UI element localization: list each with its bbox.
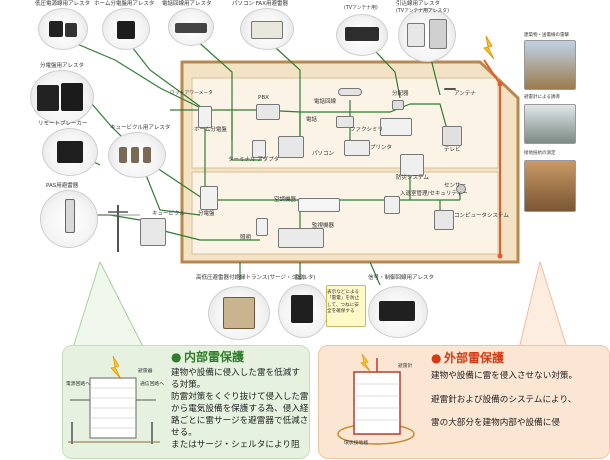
house-label-computer: コンピュータシステム [454,213,509,219]
house-label-disaster: 防災システム [396,175,429,181]
house-label-splitter: 分配器 [392,91,409,97]
photo-card-2 [524,104,576,144]
disaster-system [400,154,424,176]
photo-label-0: 建築物・送電線の雷撃 [524,33,569,38]
house-label-sensor: センサー [444,183,467,189]
product-label-4: 引込線用アレスタ [396,1,441,7]
phone-box [336,116,354,128]
house-label-antenna: アンテナ [454,91,476,97]
photo-label-2: 接地抵抗の測定 [524,151,556,156]
product-thumb-home-panel-arrester [102,8,150,50]
product-thumb-lightning-protector [278,284,328,338]
lighting-box [256,218,268,236]
house-label-cubicle: キュービクル [152,211,185,217]
aircon-box [298,198,340,212]
lower-panel-box [200,186,218,210]
house-label-ta: ターミナル アダプタ [228,157,280,163]
product-thumb-service-line-arrester [398,8,456,62]
house-label-monitor: 監視機器 [312,223,335,229]
internal-line-2: 防雷対策をくぐり抜けて侵入した雷 [171,392,309,402]
external-line-0: 建物や設備に雷を侵入させない対策。 [431,371,578,381]
house-label-aircon: 空調機器 [274,197,297,203]
external-illustration [332,352,424,452]
internal-line-5: せる。 [171,428,197,438]
left-label-0: 分電盤用アレスタ [40,63,85,69]
pc-monitor [278,136,304,158]
left-label-2: キュービクル用アレスタ [110,125,171,131]
internal-line-6: またはサージ・シェルタにより阻 [171,440,300,450]
product-label-0: 低圧電源線用アレスタ [35,1,91,7]
internal-line-4: 路ごとに雷サージを避雷器で低減さ [171,416,309,426]
product-label-1: ホーム分電盤用アレスタ [94,1,155,7]
fax-box [380,118,412,136]
external-title: 外部雷保護 [444,351,505,365]
internal-label-comm: 通信回路へ [140,382,164,387]
product-thumb-pas-arrester [40,190,98,248]
house-label-printer: プリンタ [370,145,393,151]
left-label-1: リモートブレーカー [38,121,88,127]
external-label-rod: 避雷針 [398,364,413,369]
photo-card-3 [524,160,576,212]
product-thumb-phone-line-arrester [168,8,214,46]
tv-box [442,126,462,146]
pbx-box [256,104,280,120]
product-label-3: パソコン FAX用避雷器 [232,1,288,7]
computer-system [434,210,454,230]
house-label-phone: 電話 [306,117,318,123]
antenna-label-1: (TVアンテナ用アレスタ) [396,9,449,14]
internal-illustration [68,352,160,452]
product-thumb-cubicle-arrester [108,132,166,178]
left-label-3: PAS用避雷器 [46,183,79,189]
antenna-label-0: (TVアンテナ用) [344,6,378,11]
product-thumb-signal-arrester [368,286,428,338]
photo-label-1: 避雷針による誘導 [524,95,560,100]
product-label-2: 電話回線用アレスタ [162,1,212,7]
photo-card-1 [524,40,576,90]
house-label-tv: テレビ [444,147,461,153]
note-box [326,285,366,327]
product-thumb-pc-fax-arrester [240,8,294,50]
internal-label-power: 電源回路へ [66,382,90,387]
external-label-ground: 環状接地極 [344,441,368,446]
house-label-security: 入退室管理/セキュリティー [400,191,468,197]
splitter-box [392,100,404,110]
ta-box [252,140,266,158]
printer-box [344,140,370,156]
security-box [384,196,400,214]
sensor [456,184,466,194]
house-label-fax: ファクシミリ [350,127,384,133]
product-thumb-surge-shelter [208,286,270,340]
internal-line-1: る対策。 [171,380,206,390]
house-label-pbx: PBX [258,95,269,101]
house-label-lower-panel: 分電盤 [198,211,215,217]
house-label-phone-line: 電話回線 [314,99,337,105]
product-thumb-antenna-arrester [336,14,388,56]
lamp [338,88,362,96]
lightning-bolt [483,35,495,60]
monitor-equipment [278,228,324,248]
bottom-label-0: 高低圧避雷器付絶縁トランス(サージ・シェルタ) [196,275,316,281]
cubicle-box [140,218,166,246]
home-panel-box [198,106,212,128]
external-title-marker: ● [431,351,442,365]
outside-label-0: ワットアワーメータ [170,91,213,96]
internal-line-3: から電気設備を保護する為、侵入経 [171,404,309,414]
external-line-2: 雷の大部分を建物内部や設備に侵 [431,418,560,428]
internal-line-0: 建物や設備に侵入した雷を低減す [171,368,300,378]
antenna [444,88,456,90]
house-label-pc: パソコン [312,151,335,157]
product-thumb-low-voltage-arrester [38,8,88,50]
internal-title: 内部雷保護 [184,350,245,364]
house-label-lighting: 照明 [240,235,252,241]
house-label-home-panel: ホーム分電盤 [194,127,227,133]
note-text: 表示などによる「雷電」を防止して、つねに安全を確保する [327,290,360,315]
product-thumb-remote-breaker [42,128,98,176]
product-thumb-panel-arrester [30,70,94,124]
external-line-1: 避雷針および設備のシステムにより、 [431,395,577,405]
internal-label-arrester: 避雷器 [138,369,153,374]
internal-title-marker: ● [171,350,182,364]
bottom-label-1: 雷防 [294,275,306,281]
bottom-label-2: 信号・制御回線用アレスタ [368,275,435,281]
